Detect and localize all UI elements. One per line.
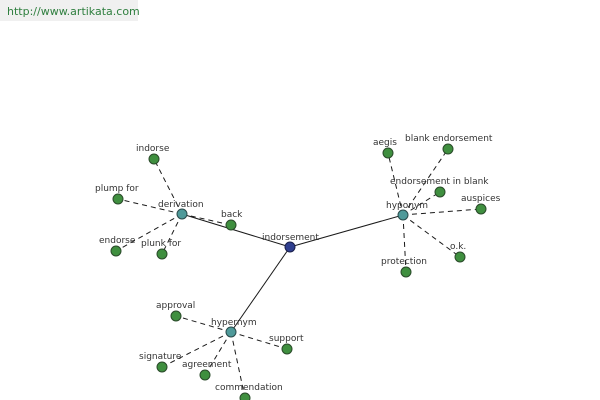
edge-hyponym-aegis <box>387 152 404 216</box>
label-derivation[interactable]: derivation <box>158 200 204 210</box>
node-derivation[interactable] <box>176 208 188 220</box>
url-bar: http://www.artikata.com <box>0 0 140 21</box>
edge-root-hyponym <box>289 214 404 248</box>
edge-derivation-endorse <box>115 213 183 252</box>
label-protection[interactable]: protection <box>381 257 427 267</box>
node-agreement[interactable] <box>199 369 211 381</box>
edge-hypernym-support <box>230 331 288 350</box>
label-agreement[interactable]: agreement <box>182 360 232 370</box>
edge-hyponym-auspices <box>402 208 482 216</box>
edge-hypernym-approval <box>175 315 232 333</box>
node-back[interactable] <box>225 219 237 231</box>
node-endorsement-in-blank[interactable] <box>434 186 446 198</box>
edge-root-derivation <box>181 213 291 248</box>
label-auspices[interactable]: auspices <box>461 194 501 204</box>
node-commendation[interactable] <box>239 392 251 400</box>
label-endorse[interactable]: endorse <box>99 236 136 246</box>
label-endorsement-in-blank[interactable]: endorsement in blank <box>390 177 489 187</box>
edge-hyponym-protection <box>402 214 407 273</box>
label-signature[interactable]: signature <box>139 352 182 362</box>
node-auspices[interactable] <box>475 203 487 215</box>
node-support[interactable] <box>281 343 293 355</box>
edge-hyponym-blank-endorsement <box>402 148 449 216</box>
label-hyponym[interactable]: hyponym <box>386 201 428 211</box>
node-approval[interactable] <box>170 310 182 322</box>
edge-hyponym-ok <box>402 214 461 258</box>
edge-derivation-indorse <box>153 158 183 215</box>
node-aegis[interactable] <box>382 147 394 159</box>
label-ok[interactable]: o.k. <box>450 242 466 252</box>
label-aegis[interactable]: aegis <box>373 138 397 148</box>
label-plunk-for[interactable]: plunk for <box>141 239 181 249</box>
site-url-link[interactable]: http://www.artikata.com <box>7 5 140 18</box>
label-root[interactable]: indorsement <box>262 233 319 243</box>
node-root[interactable] <box>284 241 296 253</box>
label-hypernym[interactable]: hypernym <box>211 318 257 328</box>
edge-hypernym-signature <box>161 331 232 368</box>
label-back[interactable]: back <box>221 210 243 220</box>
edge-root-hypernym <box>230 246 291 333</box>
edge-derivation-plunk-for <box>161 213 183 255</box>
node-signature[interactable] <box>156 361 168 373</box>
label-commendation[interactable]: commendation <box>215 383 283 393</box>
label-approval[interactable]: approval <box>156 301 195 311</box>
label-plump-for[interactable]: plump for <box>95 184 139 194</box>
node-indorse[interactable] <box>148 153 160 165</box>
label-indorse[interactable]: indorse <box>136 144 170 154</box>
node-protection[interactable] <box>400 266 412 278</box>
label-blank-endorsement[interactable]: blank endorsement <box>405 134 493 144</box>
edge-hyponym-endorsement-in-blank <box>402 191 441 216</box>
edge-hypernym-commendation <box>230 331 246 399</box>
node-endorse[interactable] <box>110 245 122 257</box>
node-blank-endorsement[interactable] <box>442 143 454 155</box>
label-support[interactable]: support <box>269 334 304 344</box>
node-ok[interactable] <box>454 251 466 263</box>
node-hypernym[interactable] <box>225 326 237 338</box>
node-plunk-for[interactable] <box>156 248 168 260</box>
edge-derivation-plump-for <box>117 198 183 215</box>
node-plump-for[interactable] <box>112 193 124 205</box>
node-hyponym[interactable] <box>397 209 409 221</box>
